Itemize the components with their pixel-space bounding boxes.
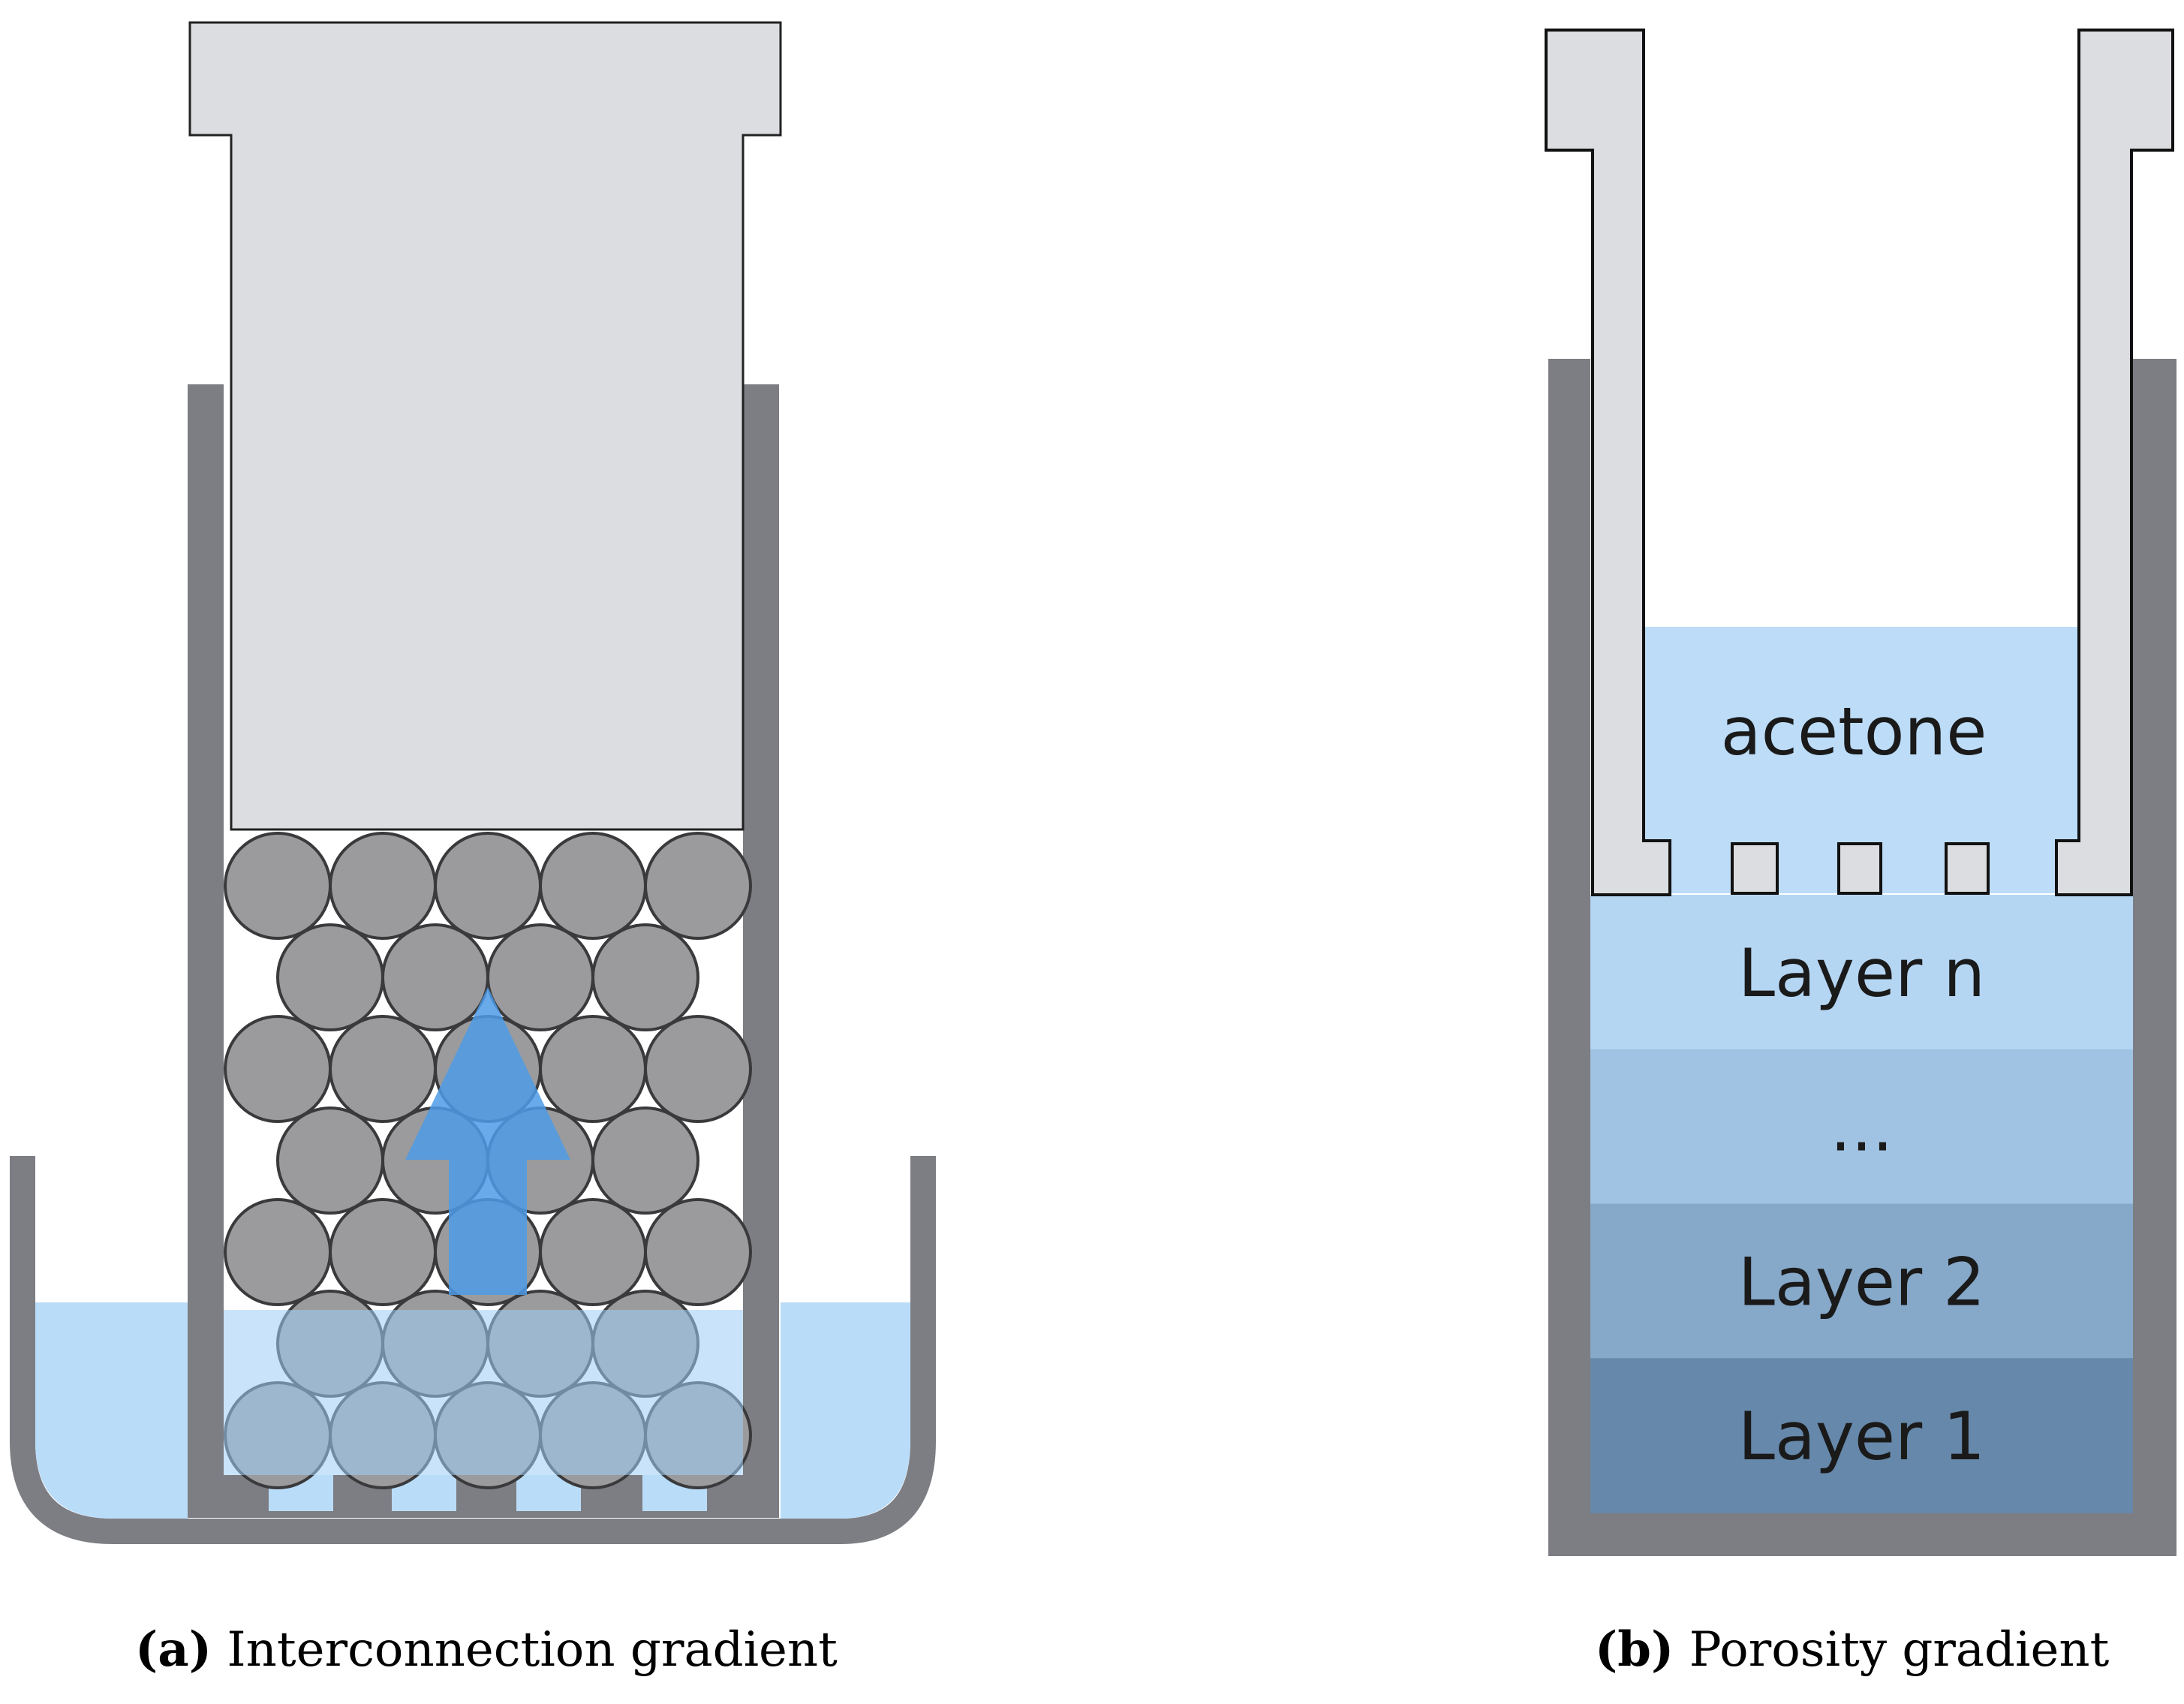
inner-liquid bbox=[224, 1310, 743, 1475]
sphere bbox=[539, 832, 647, 940]
sphere bbox=[539, 1198, 647, 1306]
container-bottom bbox=[1548, 1513, 2176, 1556]
sphere bbox=[591, 923, 699, 1031]
bath-liquid-left bbox=[35, 1302, 188, 1519]
container-wall-left bbox=[1548, 359, 1590, 1556]
sphere bbox=[644, 1198, 752, 1306]
layer-band bbox=[1590, 1358, 2133, 1513]
filter-studs bbox=[1731, 842, 1990, 895]
sphere bbox=[276, 1106, 384, 1215]
sphere bbox=[224, 1015, 332, 1123]
caption-a-text: Interconnection gradient bbox=[227, 1622, 838, 1678]
sphere bbox=[329, 832, 437, 940]
container-wall-right bbox=[2133, 359, 2176, 1556]
layer-label: Layer n bbox=[1738, 935, 1985, 1012]
sphere bbox=[224, 1198, 332, 1306]
layer-label: ... bbox=[1831, 1089, 1894, 1167]
caption-a: (a) Interconnection gradient bbox=[135, 1621, 838, 1678]
sphere bbox=[381, 923, 489, 1031]
layer-label: Layer 2 bbox=[1738, 1243, 1985, 1320]
bath-liquid-right bbox=[781, 1302, 910, 1519]
acetone-label: acetone bbox=[1721, 693, 1987, 770]
sphere bbox=[329, 1015, 437, 1123]
layer-label: Layer 1 bbox=[1738, 1398, 1985, 1475]
piston bbox=[188, 21, 782, 831]
layer-band bbox=[1590, 1049, 2133, 1205]
flow-arrow bbox=[405, 987, 570, 1295]
layer-band bbox=[1590, 895, 2133, 1050]
caption-b-text: Porosity gradient bbox=[1689, 1622, 2110, 1678]
sphere bbox=[591, 1106, 699, 1215]
sphere bbox=[644, 832, 752, 940]
layer-band bbox=[1590, 1203, 2133, 1359]
sphere bbox=[329, 1198, 437, 1306]
inner-tube-left bbox=[1545, 29, 1671, 896]
sphere bbox=[486, 923, 594, 1031]
panel-a-interconnection bbox=[10, 21, 936, 1544]
caption-b-letter: (b) bbox=[1595, 1621, 1674, 1678]
cylinder-wall-left bbox=[188, 384, 224, 1518]
bath-tray bbox=[10, 1156, 936, 1544]
sphere bbox=[224, 832, 332, 940]
sphere bbox=[276, 923, 384, 1031]
panel-b-porosity: Layer n... Layer 2 Layer 1 acetone bbox=[1545, 29, 2176, 1556]
inner-tube-right bbox=[2055, 29, 2174, 896]
porosity-layers: Layer n... Layer 2 Layer 1 bbox=[1590, 895, 2133, 1513]
sphere bbox=[644, 1015, 752, 1123]
caption-b: (b) Porosity gradient bbox=[1595, 1621, 2109, 1678]
cylinder-wall-right bbox=[743, 384, 779, 1518]
sphere bbox=[539, 1015, 647, 1123]
sphere bbox=[434, 832, 542, 940]
caption-a-letter: (a) bbox=[135, 1621, 212, 1678]
